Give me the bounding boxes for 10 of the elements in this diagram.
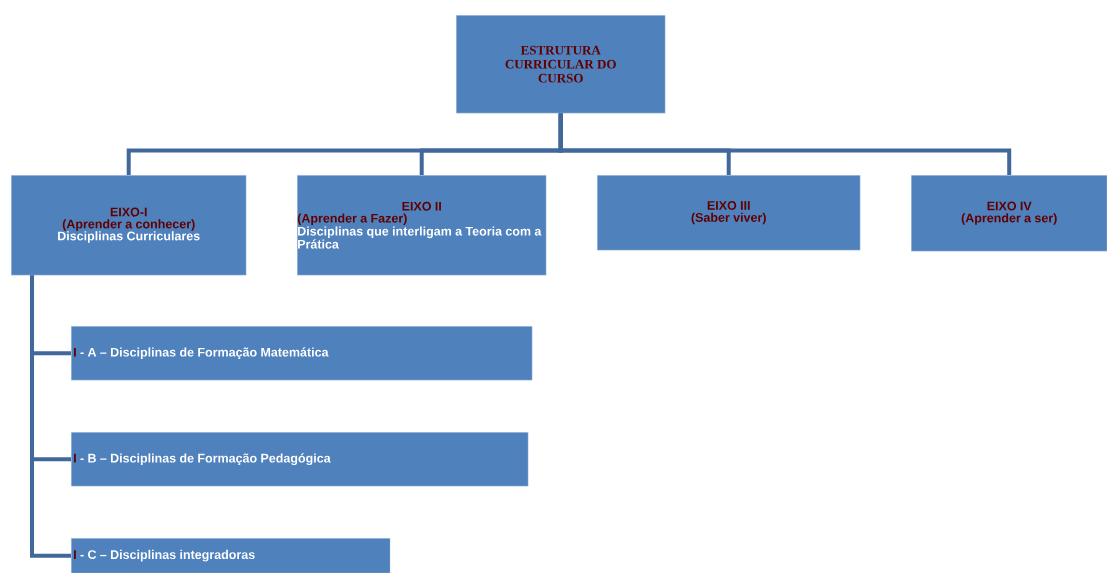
axis-box: EIXO IV (Aprender a ser)	[911, 175, 1107, 252]
axis-box: EIXO II (Aprender a Fazer) Disciplinas que interligam a Teoria com a Prática	[297, 175, 547, 276]
axis-box: EIXO III (Saber viver)	[597, 175, 861, 251]
subject-box: I - A – Disciplinas de Formação Matemática	[71, 326, 533, 381]
connector-line	[558, 113, 1012, 175]
subject-box: I - B – Disciplinas de Formação Pedagógica	[71, 432, 529, 487]
subject-box: I - C – Disciplinas integradoras	[71, 538, 391, 573]
connector-line	[30, 275, 71, 558]
title-box: ESTRUTURA CURRICULAR DO CURSO	[456, 15, 666, 114]
axis-box: EIXO-I (Aprender a conhecer) Disciplinas Curriculares	[11, 175, 247, 276]
